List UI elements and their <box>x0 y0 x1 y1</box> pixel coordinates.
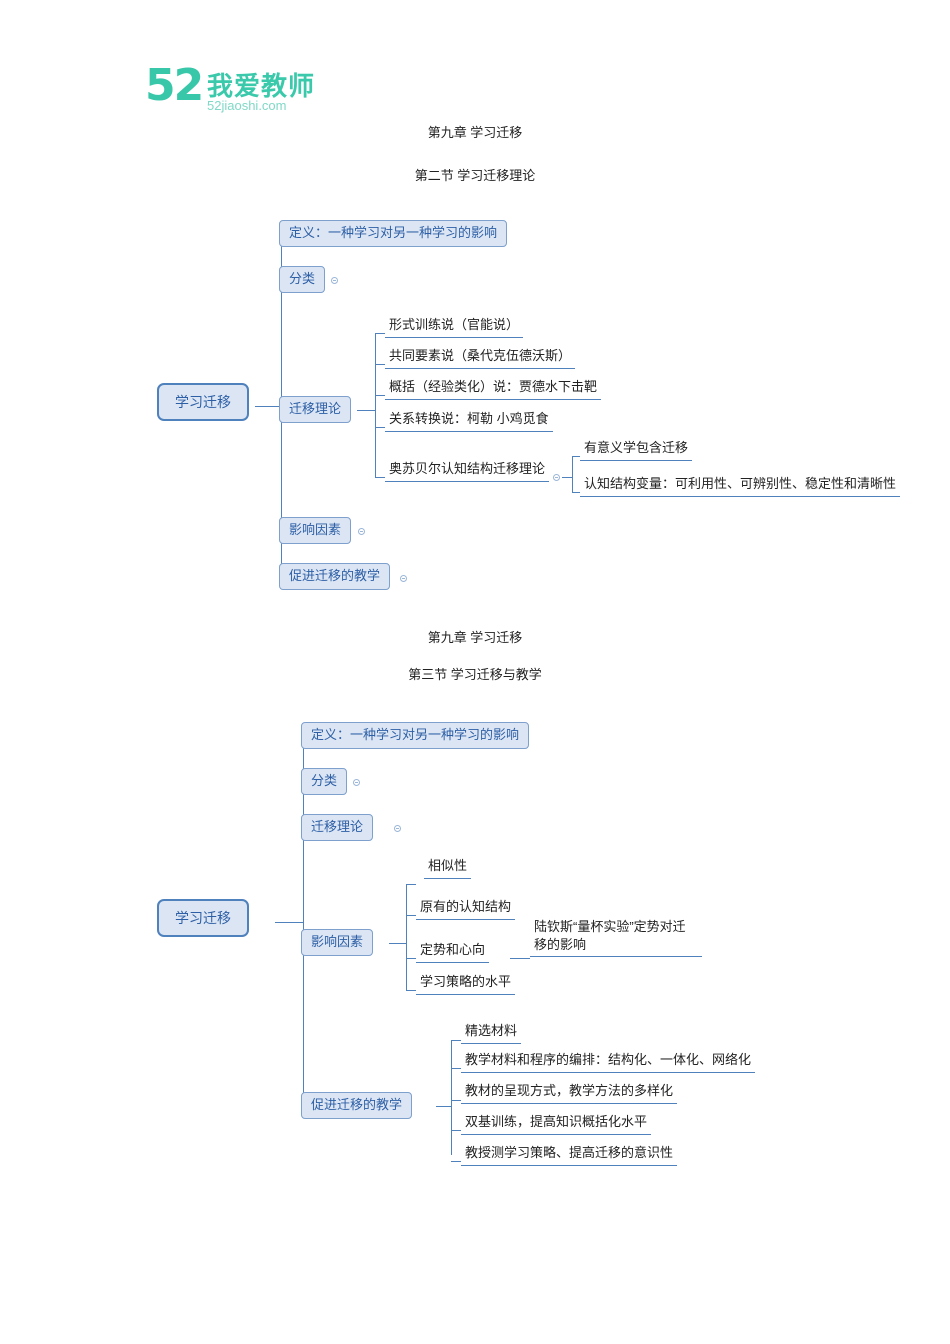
connector <box>451 1130 461 1131</box>
section1-section-title: 第二节 学习迁移理论 <box>414 168 536 183</box>
connector <box>375 477 385 478</box>
connector <box>406 915 416 916</box>
connector <box>451 1100 461 1101</box>
expand-icon[interactable] <box>353 779 360 786</box>
section2-branch-theory[interactable]: 迁移理论 <box>301 814 374 841</box>
site-logo: 52 我爱教师 52jiaoshi.com <box>145 62 325 118</box>
connector <box>255 406 281 407</box>
section1-ausubel-item[interactable]: 认知结构变量：可利用性、可辨别性、稳定性和清晰性 <box>580 474 901 497</box>
section1-branch-classification[interactable]: 分类 <box>279 266 326 293</box>
section2-factor-item[interactable]: 原有的认知结构 <box>416 897 516 920</box>
expand-icon[interactable] <box>331 277 338 284</box>
connector <box>303 736 304 1106</box>
section1-root-node[interactable]: 学习迁移 <box>157 383 249 422</box>
connector <box>451 1161 461 1162</box>
connector <box>375 364 385 365</box>
connector <box>572 456 580 457</box>
section2-chapter-title: 第九章 学习迁移 <box>427 630 523 645</box>
expand-icon[interactable] <box>358 528 365 535</box>
section1-branch-teaching[interactable]: 促进迁移的教学 <box>279 563 391 590</box>
section2-teaching-item[interactable]: 教授测学习策略、提高迁移的意识性 <box>461 1143 678 1166</box>
logo-mark-icon: 52 <box>145 60 204 111</box>
connector <box>436 1106 451 1107</box>
connector <box>451 1068 461 1069</box>
connector <box>451 1040 461 1041</box>
section1-chapter-title: 第九章 学习迁移 <box>427 125 523 140</box>
section1-theory-item[interactable]: 关系转换说：柯勒 小鸡觅食 <box>385 409 553 432</box>
expand-icon[interactable] <box>400 575 407 582</box>
section1-branch-theory[interactable]: 迁移理论 <box>279 396 352 423</box>
section2-branch-classification[interactable]: 分类 <box>301 768 348 795</box>
connector <box>406 958 416 959</box>
section2-teaching-item[interactable]: 教材的呈现方式，教学方法的多样化 <box>461 1081 678 1104</box>
section2-factor-item[interactable]: 学习策略的水平 <box>416 972 516 995</box>
logo-subtitle: 52jiaoshi.com <box>207 98 287 113</box>
section1-theory-item[interactable]: 共同要素说（桑代克伍德沃斯） <box>385 346 576 369</box>
section1-branch-factors[interactable]: 影响因素 <box>279 517 352 544</box>
expand-icon[interactable] <box>394 825 401 832</box>
section1-theory-item[interactable]: 概括（经验类化）说：贾德水下击靶 <box>385 377 602 400</box>
section2-teaching-item[interactable]: 双基训练，提高知识概括化水平 <box>461 1112 652 1135</box>
connector <box>510 958 530 959</box>
expand-icon[interactable] <box>553 474 560 481</box>
connector <box>375 333 385 334</box>
connector <box>275 922 303 923</box>
connector <box>451 1040 452 1155</box>
connector <box>406 884 416 885</box>
connector <box>389 943 406 944</box>
connector <box>375 427 385 428</box>
section1-ausubel-item[interactable]: 有意义学包含迁移 <box>580 438 693 461</box>
section2-section-title: 第三节 学习迁移与教学 <box>408 667 542 682</box>
connector <box>572 492 580 493</box>
logo-title: 我爱教师 <box>207 71 316 101</box>
section2-teaching-item[interactable]: 精选材料 <box>461 1021 522 1044</box>
section2-root-node[interactable]: 学习迁移 <box>157 899 249 938</box>
connector <box>562 477 572 478</box>
section1-branch-definition[interactable]: 定义：一种学习对另一种学习的影响 <box>279 220 508 247</box>
section1-theory-item-ausubel[interactable]: 奥苏贝尔认知结构迁移理论 <box>385 459 550 482</box>
section2-factor-item[interactable]: 相似性 <box>424 856 472 879</box>
section2-branch-definition[interactable]: 定义：一种学习对另一种学习的影响 <box>301 722 530 749</box>
connector <box>572 456 573 492</box>
section1-theory-item[interactable]: 形式训练说（官能说） <box>385 315 524 338</box>
connector <box>406 884 407 990</box>
section2-branch-teaching[interactable]: 促进迁移的教学 <box>301 1092 413 1119</box>
section2-factor-item-set[interactable]: 定势和心向 <box>416 940 490 963</box>
section2-factor-child[interactable]: 陆钦斯“量杯实验”定势对迁移的影响 <box>530 916 702 958</box>
connector <box>406 990 416 991</box>
connector <box>357 410 375 411</box>
section2-teaching-item[interactable]: 教学材料和程序的编排：结构化、一体化、网络化 <box>461 1050 756 1073</box>
connector <box>375 395 385 396</box>
section2-branch-factors[interactable]: 影响因素 <box>301 929 374 956</box>
connector <box>375 333 376 477</box>
